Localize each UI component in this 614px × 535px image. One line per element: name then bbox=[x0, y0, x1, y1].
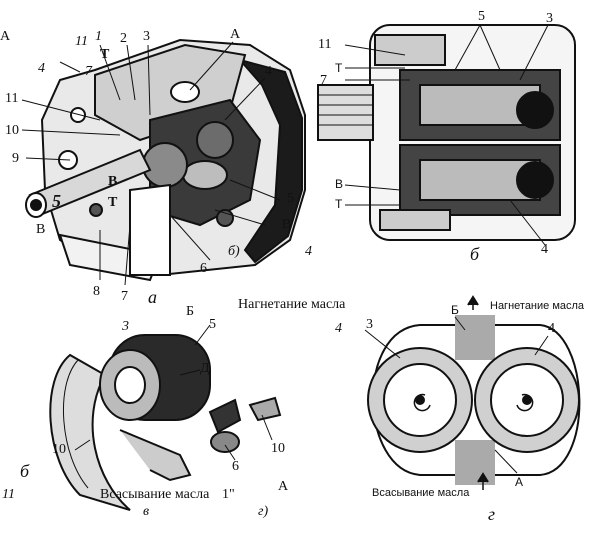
label-9: 9 bbox=[12, 151, 19, 166]
label-4-right: 4 bbox=[265, 64, 272, 79]
p2-label-T2: T bbox=[335, 197, 343, 211]
label-7: 7 bbox=[85, 64, 92, 79]
label-10: 10 bbox=[5, 123, 19, 138]
p3-panel-letter-g: г) bbox=[258, 504, 269, 519]
corner-letter-a: A bbox=[0, 29, 11, 44]
p2-label-5: 5 bbox=[478, 9, 485, 24]
gear-pump-schematic bbox=[367, 295, 581, 490]
p3-label-10b: 10 bbox=[271, 441, 285, 456]
p2-label-T: T bbox=[335, 61, 343, 75]
label-11: 11 bbox=[75, 34, 88, 49]
label-1: 1 bbox=[95, 29, 102, 44]
p3-label-A: А bbox=[278, 479, 289, 494]
label-6: 6 bbox=[200, 261, 207, 276]
cutaway-pump-drawing bbox=[25, 38, 306, 282]
label-8: 8 bbox=[93, 284, 100, 299]
label-B-1: B bbox=[108, 174, 118, 189]
panel-letter-b-paren: б) bbox=[228, 244, 240, 259]
label-4-mid: 4 bbox=[305, 244, 312, 259]
panel1-leader-lines bbox=[21, 41, 281, 286]
label-5-right: 5 bbox=[287, 191, 294, 206]
pump-section-drawing bbox=[317, 24, 576, 241]
caption-pressure-middle: Нагнетание масла bbox=[238, 297, 346, 312]
label-2: 2 bbox=[120, 31, 127, 46]
p3-label-3: 3 bbox=[122, 319, 129, 334]
p3-panel-letter-b: б bbox=[20, 461, 30, 481]
label-t: T bbox=[100, 47, 110, 62]
p2-label-11: 11 bbox=[318, 37, 332, 52]
caption-num-4: 4 bbox=[335, 321, 342, 336]
label-T-2: T bbox=[108, 195, 118, 210]
caption-pressure-right: Нагнетание масла bbox=[490, 300, 585, 312]
caption-suction-left: Всасывание масла bbox=[100, 487, 210, 502]
label-B-3: B bbox=[282, 217, 292, 232]
p3-label-6: 6 bbox=[232, 459, 239, 474]
p3-label-11: 11 bbox=[2, 487, 15, 502]
panel3-leader-lines bbox=[74, 324, 273, 461]
p3-label-B: Б bbox=[186, 304, 195, 319]
p2-label-4: 4 bbox=[541, 242, 548, 257]
p2-label-3: 3 bbox=[546, 11, 553, 26]
panel-letter-a: а bbox=[148, 287, 157, 307]
p2-panel-letter-b: б bbox=[470, 244, 480, 264]
p4-label-3: 3 bbox=[366, 317, 373, 332]
label-5-left: 5 bbox=[52, 191, 61, 211]
label-A-top: A bbox=[230, 27, 241, 42]
label-3: 3 bbox=[143, 29, 150, 44]
label-B-2: B bbox=[36, 222, 46, 237]
label-7b: 7 bbox=[121, 289, 128, 304]
p3-panel-letter-v: в bbox=[143, 504, 150, 519]
p4-panel-letter-g: г bbox=[488, 504, 496, 524]
p2-label-B: B bbox=[335, 177, 344, 191]
panel4-leader-lines bbox=[364, 316, 549, 474]
caption-suction-left-suffix: 1" bbox=[222, 487, 235, 502]
p3-label-5: 5 bbox=[209, 317, 216, 332]
panel2-leader-lines bbox=[344, 24, 549, 246]
p4-label-A: А bbox=[515, 475, 524, 489]
p3-label-10: 10 bbox=[52, 442, 66, 457]
caption-suction-right: Всасывание масла bbox=[372, 487, 470, 499]
p4-label-B: Б bbox=[451, 303, 459, 317]
p4-label-4: 4 bbox=[548, 321, 555, 336]
label-4-left: 4 bbox=[38, 61, 45, 76]
p2-label-7: 7 bbox=[320, 73, 327, 88]
label-11b: 11 bbox=[5, 91, 19, 106]
p3-label-D: Д bbox=[200, 361, 210, 376]
exploded-parts-drawing bbox=[49, 334, 282, 511]
